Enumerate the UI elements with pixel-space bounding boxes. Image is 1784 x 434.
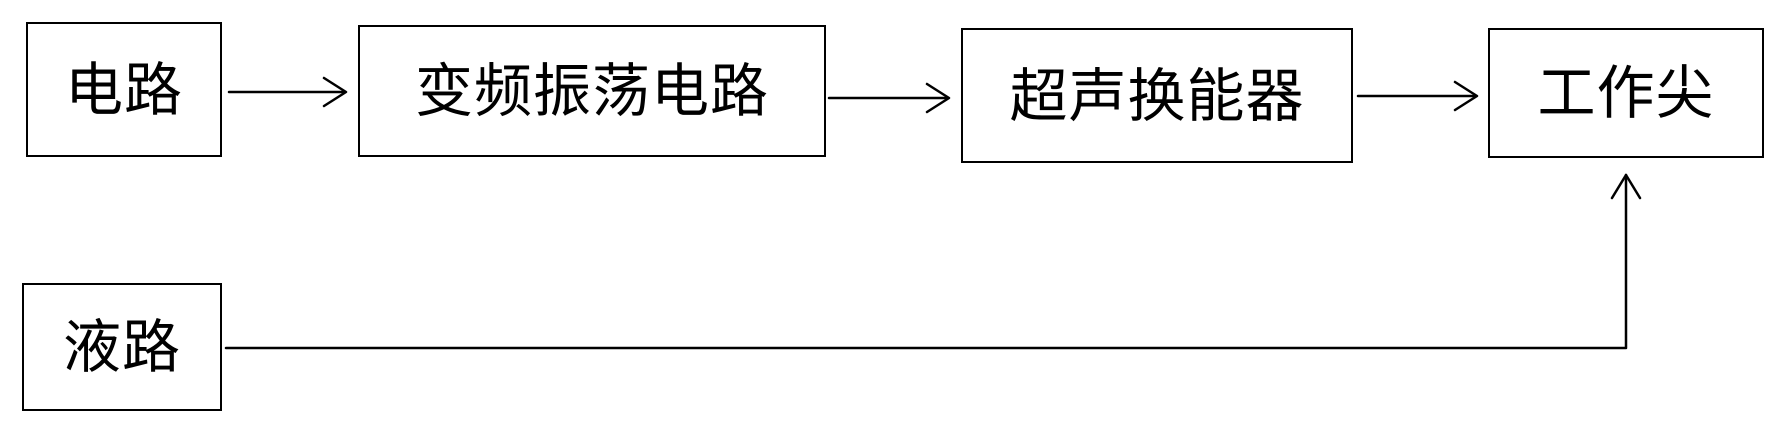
node-circuit: 电路	[26, 22, 222, 157]
edge-fluid-to-tip	[224, 173, 1642, 350]
node-fluid-path: 液路	[22, 283, 222, 411]
edge-vfo-to-transducer	[827, 82, 951, 114]
node-variable-frequency-oscillator-label: 变频振荡电路	[414, 57, 769, 125]
node-circuit-label: 电路	[64, 55, 183, 124]
node-ultrasonic-transducer: 超声换能器	[961, 28, 1353, 163]
node-fluid-path-label: 液路	[62, 313, 181, 381]
node-working-tip: 工作尖	[1488, 28, 1764, 158]
node-ultrasonic-transducer-label: 超声换能器	[1009, 61, 1305, 130]
edge-transducer-to-tip	[1356, 80, 1479, 112]
node-variable-frequency-oscillator: 变频振荡电路	[358, 25, 826, 157]
edge-circuit-to-vfo	[227, 76, 348, 108]
node-working-tip-label: 工作尖	[1537, 59, 1715, 127]
